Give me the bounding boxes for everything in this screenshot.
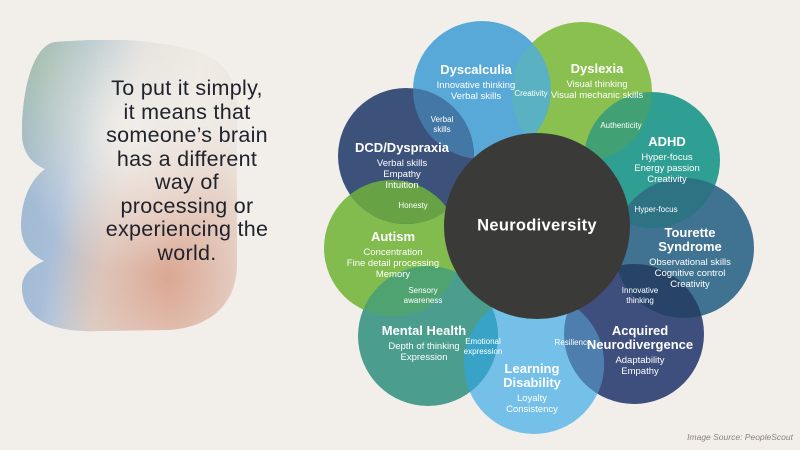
quote-line: world. — [157, 240, 217, 265]
neurodiversity-center-circle — [444, 133, 630, 319]
quote-line: has a different — [116, 146, 258, 171]
quote-line: To put it simply, — [111, 76, 263, 100]
image-credit: Image Source: PeopleScout — [687, 432, 793, 442]
sensory-awareness-overlap-region — [358, 266, 460, 316]
quote-line: it means that — [123, 99, 251, 124]
quote-line: way of — [155, 170, 219, 194]
quote-line: processing or — [120, 193, 254, 218]
authenticity-overlap-region — [584, 92, 652, 162]
innovative-thinking-overlap-region — [614, 264, 704, 318]
quote-line: someone’s brain — [106, 123, 268, 147]
quote-line: experiencing the — [105, 217, 269, 241]
verbal-skills-overlap-region — [413, 88, 474, 159]
